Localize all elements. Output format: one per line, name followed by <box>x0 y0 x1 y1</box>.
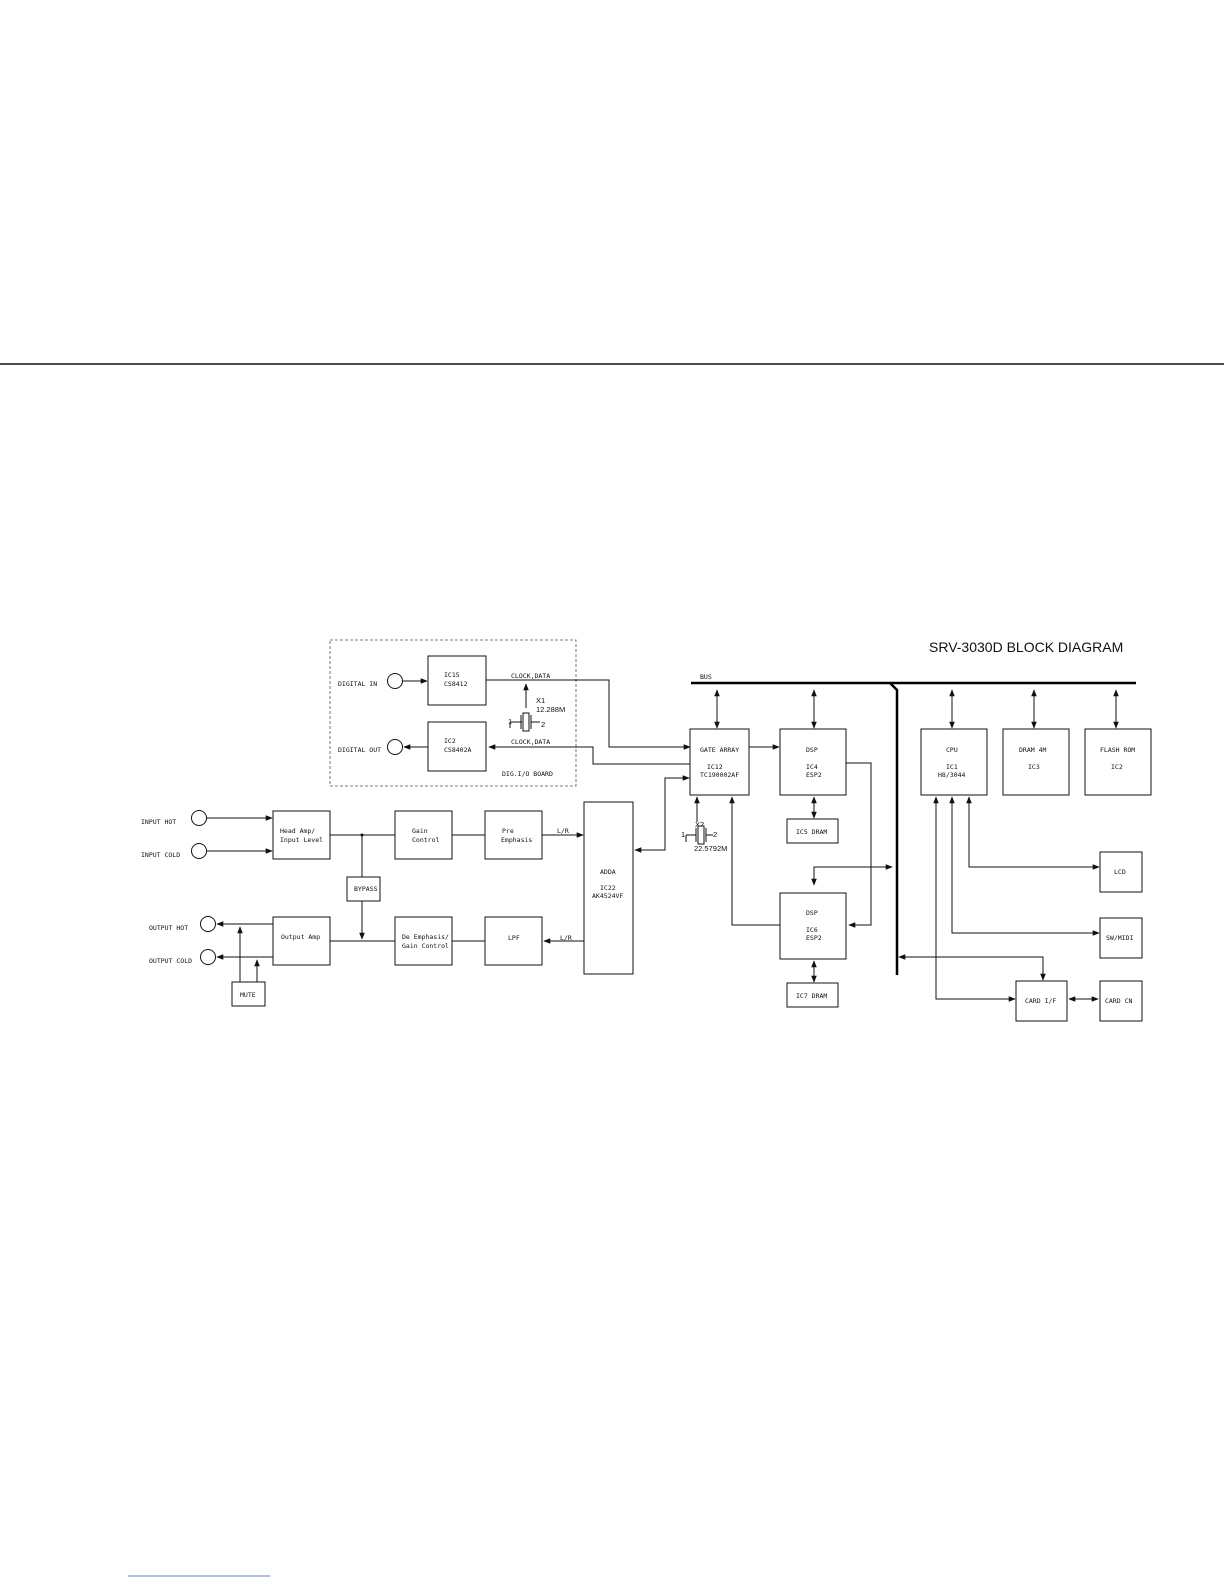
gain-control-block <box>394 810 453 860</box>
gate-array-part: TC190002AF <box>700 771 739 779</box>
dsp-ic6-block <box>779 892 847 960</box>
digital-in-jack <box>387 673 403 689</box>
ic15-block <box>427 655 487 706</box>
adda-block <box>583 801 634 975</box>
dig-io-board-label: DIG.I/O BOARD <box>502 770 553 778</box>
input-cold-jack <box>191 843 207 859</box>
ic2-board-name: IC2 <box>444 737 456 745</box>
bus-label: BUS <box>700 673 712 681</box>
digital-out-label: DIGITAL OUT <box>338 746 381 754</box>
lr-in-label: L/R <box>557 827 569 835</box>
input-hot-jack <box>191 810 207 826</box>
mute-block <box>231 981 266 1007</box>
cpu-ic: IC1 <box>946 763 958 771</box>
ic7-dram-block <box>786 982 839 1008</box>
digital-out-jack <box>387 739 403 755</box>
dsp-ic6-part: ESP2 <box>806 934 822 942</box>
ic2-board-block <box>427 721 487 772</box>
x2-pin2: 2 <box>713 830 717 839</box>
lpf-block <box>484 916 543 966</box>
lpf-label: LPF <box>508 934 520 942</box>
ic7-dram-label: IC7 DRAM <box>796 992 827 1000</box>
gain-control-line2: Control <box>412 836 439 844</box>
dsp-ic6-ic: IC6 <box>806 926 818 934</box>
de-emphasis-line1: De Emphasis/ <box>402 933 449 941</box>
bypass-label: BYPASS <box>354 885 378 893</box>
cpu-part: H8/3044 <box>938 771 965 779</box>
output-cold-jack <box>200 949 216 965</box>
output-hot-jack <box>200 916 216 932</box>
cpu-block <box>920 728 988 796</box>
input-cold-label: INPUT COLD <box>141 851 180 859</box>
clock-data-out-label: CLOCK,DATA <box>511 738 550 746</box>
dram-4m-ic: IC3 <box>1028 763 1040 771</box>
bus-vertical <box>889 682 899 975</box>
flash-rom-name: FLASH ROM <box>1100 746 1135 754</box>
dsp-ic4-block <box>779 728 847 796</box>
dig-io-board-region <box>329 639 577 787</box>
de-emphasis-block <box>394 916 453 966</box>
de-emphasis-line2: Gain Control <box>402 942 449 950</box>
x1-pin2: 2 <box>541 720 545 729</box>
dsp-ic4-name: DSP <box>806 746 818 754</box>
adda-part: AK4524VF <box>592 892 623 900</box>
pre-emphasis-block <box>484 810 543 860</box>
output-hot-label: OUTPUT HOT <box>149 924 188 932</box>
lr-out-label: L/R <box>560 934 572 942</box>
card-if-block <box>1015 980 1068 1022</box>
card-cn-block <box>1099 980 1143 1022</box>
output-cold-label: OUTPUT COLD <box>149 957 192 965</box>
card-cn-label: CARD CN <box>1105 997 1132 1005</box>
flash-rom-block <box>1084 728 1152 796</box>
lcd-block <box>1099 851 1143 893</box>
input-hot-label: INPUT HOT <box>141 818 176 826</box>
head-amp-line1: Head Amp/ <box>280 827 315 835</box>
ic5-dram-block <box>786 818 839 844</box>
dsp-ic4-ic: IC4 <box>806 763 818 771</box>
ic15-name: IC15 <box>444 671 460 679</box>
cpu-name: CPU <box>946 746 958 754</box>
x1-name: X1 <box>536 696 545 705</box>
diagram-title: SRV-3030D BLOCK DIAGRAM <box>929 639 1123 655</box>
adda-name: ADDA <box>600 868 616 876</box>
dsp-ic6-name: DSP <box>806 909 818 917</box>
dram-4m-name: DRAM 4M <box>1019 746 1046 754</box>
digital-in-label: DIGITAL IN <box>338 680 377 688</box>
x2-name: X2 <box>695 820 704 829</box>
card-if-label: CARD I/F <box>1025 997 1056 1005</box>
dsp-ic4-part: ESP2 <box>806 771 822 779</box>
mute-label: MUTE <box>240 991 256 999</box>
flash-rom-ic: IC2 <box>1111 763 1123 771</box>
output-amp-block <box>272 916 331 966</box>
pre-emphasis-line1: Pre <box>502 827 514 835</box>
x2-freq: 22.5792M <box>694 844 727 853</box>
pre-emphasis-line2: Emphasis <box>501 836 532 844</box>
dram-4m-block <box>1002 728 1070 796</box>
ic2-board-part: CS8402A <box>444 746 471 754</box>
ic5-dram-label: IC5 DRAM <box>796 828 827 836</box>
x1-pin1: 1 <box>508 717 512 726</box>
gate-array-ic: IC12 <box>707 763 723 771</box>
gate-array-name: GATE ARRAY <box>700 746 739 754</box>
sw-midi-label: SW/MIDI <box>1106 934 1133 942</box>
x2-crystal-icon <box>685 825 713 845</box>
adda-ic: IC22 <box>600 884 616 892</box>
x1-crystal-icon <box>509 712 540 732</box>
clock-data-in-label: CLOCK,DATA <box>511 672 550 680</box>
x1-freq: 12.288M <box>536 705 565 714</box>
bypass-block <box>346 876 381 902</box>
output-amp-label: Output Amp <box>281 933 320 941</box>
gain-control-line1: Gain <box>412 827 428 835</box>
gate-array-block <box>689 728 750 796</box>
lcd-label: LCD <box>1114 868 1126 876</box>
head-amp-line2: Input Level <box>280 836 323 844</box>
head-amp-block <box>272 810 331 860</box>
ic15-part: CS8412 <box>444 680 468 688</box>
sw-midi-block <box>1099 917 1143 959</box>
x2-pin1: 1 <box>681 830 685 839</box>
